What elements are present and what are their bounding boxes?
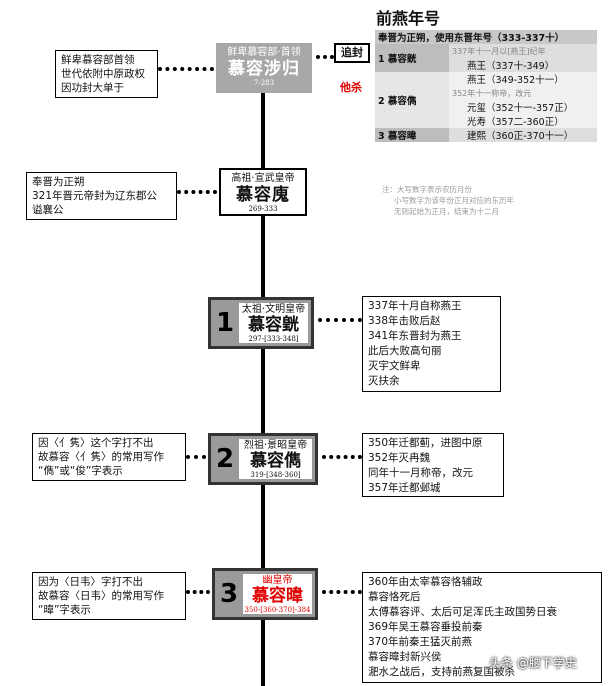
era-ruler-1: 1 慕容皝	[375, 44, 449, 72]
ruler-box-sheguai: 鲜卑慕容部·首领 慕容涉归 7-283	[216, 43, 312, 93]
ruler-box-huang: 1 太祖·文明皇帝 慕容皝 297-[333-348]	[208, 297, 314, 349]
note-box: 因〈亻隽〉这个字打不出 故慕容〈亻隽〉的常用写作 “儁”或“俊”字表示	[32, 433, 186, 481]
era-name: 元玺（352十一-357正）	[449, 100, 597, 114]
ruler-number: 1	[215, 308, 235, 338]
note-box: 350年迁都蓟，进图中原 352年灭冉魏 同年十一月称帝，改元 357年迁都邺城	[362, 433, 504, 497]
connector	[316, 55, 334, 59]
connector	[177, 190, 217, 194]
posthumous-label: 追封	[334, 43, 370, 63]
connector	[186, 590, 210, 594]
era-name: 燕王（349-352十一）	[449, 72, 597, 86]
murdered-label: 他杀	[340, 81, 362, 94]
page-title: 前燕年号	[376, 9, 441, 28]
era-note: 352年十一称帝，改元	[449, 86, 597, 100]
era-name: 光寿（357二-360正）	[449, 114, 597, 128]
era-note: 337年十一月以[燕王]纪年	[449, 44, 597, 58]
ruler-number: 3	[219, 579, 239, 609]
note-box: 奉晋为正朔 321年晋元帝封为辽东郡公 谥襄公	[26, 172, 177, 220]
connector	[186, 455, 206, 459]
ruler-number: 2	[215, 444, 235, 474]
era-name: 建熙（360正-370十一）	[449, 128, 597, 142]
note-box: 337年十月自称燕王 338年击败后赵 341年东晋封为燕王 此后大败高句丽 灭…	[362, 296, 501, 392]
era-table-header: 奉晋为正朔，使用东晋年号（333-337十）	[375, 30, 597, 44]
era-table: 奉晋为正朔，使用东晋年号（333-337十） 1 慕容皝 337年十一月以[燕王…	[375, 30, 597, 142]
connector	[322, 455, 362, 459]
connector	[158, 67, 214, 71]
watermark: 头条 @腰下学史	[489, 656, 577, 670]
era-ruler-3: 3 慕容暐	[375, 128, 449, 142]
note-box: 鲜卑慕容部首领 世代依附中原政权 因功封大单于	[55, 50, 158, 98]
connector	[318, 318, 362, 322]
ruler-box-jun: 2 烈祖·景昭皇帝 慕容儁 319-[348-360]	[208, 433, 318, 485]
ruler-box-hui: 高祖·宣武皇帝 慕容廆 269-333	[219, 168, 307, 216]
note-box: 因为〈日韦〉字打不出 故慕容〈日韦〉的常用写作 “暐”字表示	[32, 572, 186, 620]
timeline-line	[261, 93, 265, 686]
table-footnote: 注：大写数字表示农历月份 小写数字为该年份正月对应的东历年 无则起始为正月，结束…	[382, 185, 514, 216]
era-name: 燕王（337十-349）	[449, 58, 597, 72]
era-ruler-2: 2 慕容儁	[375, 72, 449, 128]
connector	[322, 590, 362, 594]
ruler-box-wei: 3 幽皇帝 慕容暐 350-[360-370]-384	[212, 568, 318, 620]
note-box: 360年由太宰慕容恪辅政 慕容恪死后 太傅慕容评、太后可足浑氏主政国势日衰 36…	[362, 572, 602, 683]
